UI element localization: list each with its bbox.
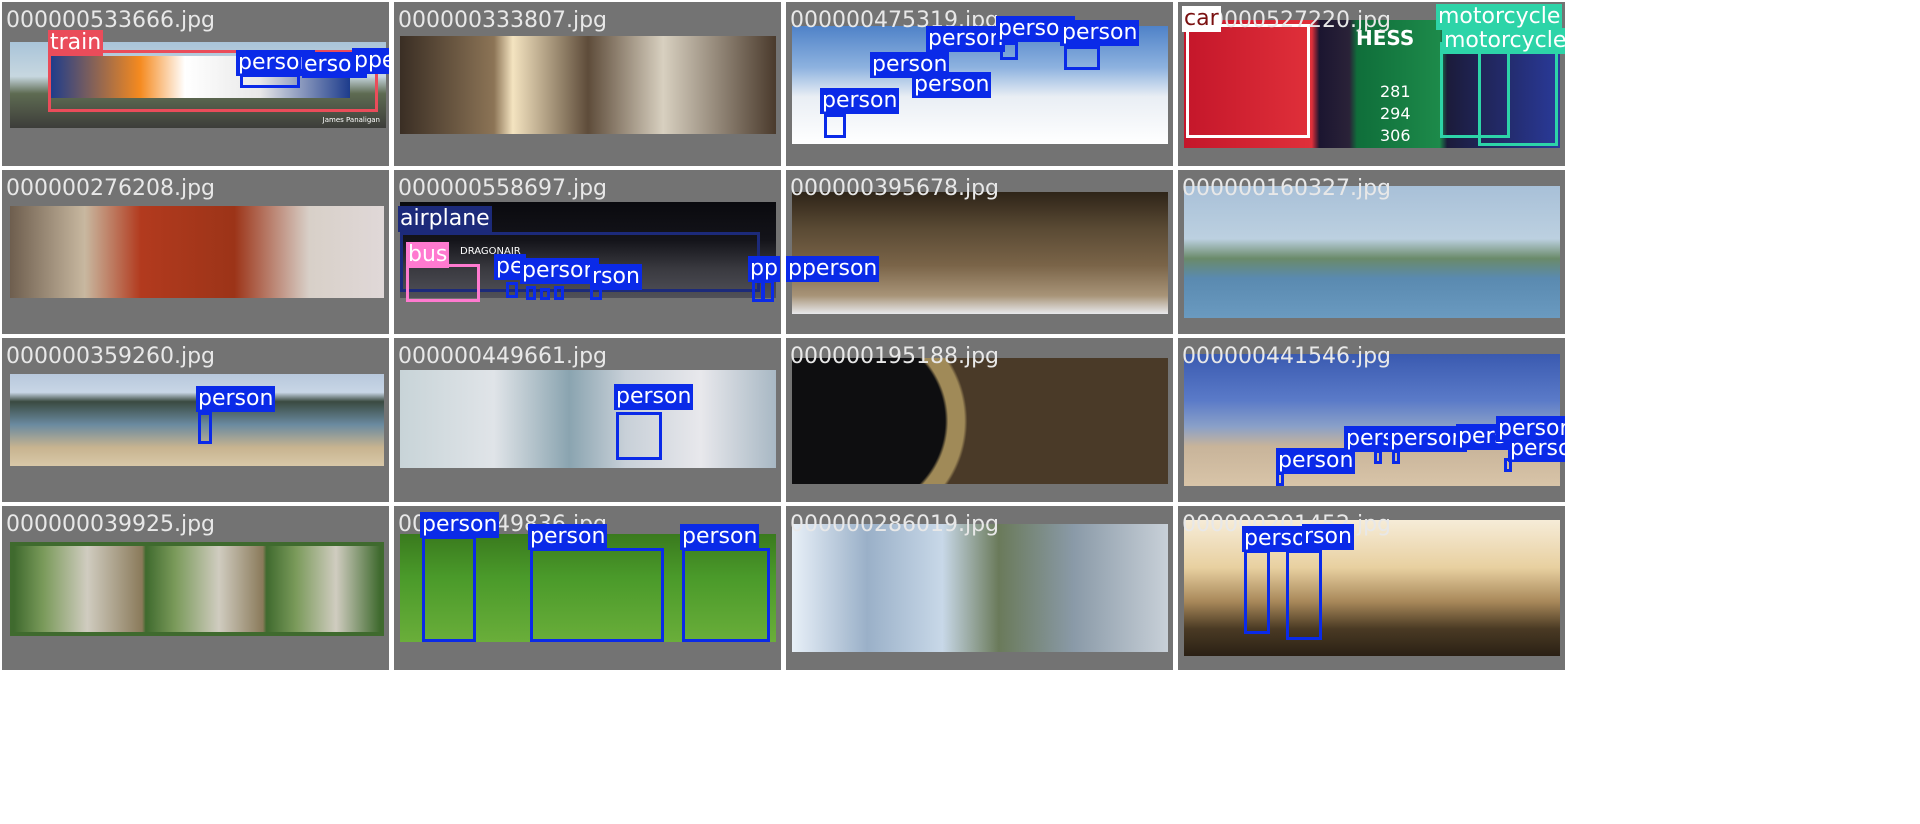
photo-surfers [1184,520,1560,656]
file-name: 000000286019.jpg [790,512,999,537]
tile-9[interactable]: 000000359260.jpg person [2,338,389,502]
bbox-train [48,50,378,112]
label-person: person [420,512,500,538]
photo-watermark: James Panaligan [322,116,380,124]
label-motorcycle: motorcycle [1442,28,1565,54]
bbox-person [762,280,774,302]
bbox-person [554,286,564,300]
bbox-person [526,286,536,300]
file-name: 000000533666.jpg [6,8,215,33]
photo-bedroom-panorama [792,524,1168,652]
tile-12[interactable]: 000000441546.jpg person pers person pers… [1178,338,1565,502]
bbox-person [1244,550,1270,634]
bbox-person [682,548,770,642]
bbox-person [1286,550,1322,640]
label-person: person [1060,20,1140,46]
tile-3[interactable]: 000000475319.jpg person person person pe… [786,2,1173,166]
label-motorcycle: motorcycle [1436,4,1563,30]
bbox-person [530,548,664,642]
file-name: 000000160327.jpg [1182,176,1391,201]
label-person: person [528,524,608,550]
bbox-bus [406,264,480,302]
bbox-person [540,288,550,300]
label-person: pperson [786,256,880,282]
bbox-person [616,412,662,460]
file-name: 000000195188.jpg [790,344,999,369]
file-name: 000000558697.jpg [398,176,607,201]
tile-14[interactable]: 000000049836.jpg person person person [394,506,781,670]
airline-text: DRAGONAIR [460,246,521,257]
bbox-person [422,536,476,642]
label-bus: bus [406,242,450,268]
bbox-person [1374,450,1382,464]
tile-4[interactable]: HESS 281 294 306 000000527220.jpg car mo… [1178,2,1565,166]
label-person: pperson [352,48,389,74]
file-name: 000000276208.jpg [6,176,215,201]
label-train: train [48,30,104,56]
photo-living-room [10,206,384,298]
price: 281 [1380,82,1411,101]
bbox-motorcycle [1478,46,1558,146]
bbox-car [1186,24,1310,138]
label-person: person [1276,448,1356,474]
file-name: 000000039925.jpg [6,512,215,537]
bbox-person [1392,450,1400,464]
label-car: car [1182,6,1221,32]
file-name: 000000333807.jpg [398,8,607,33]
label-person: person [680,524,760,550]
bbox-person [506,282,518,298]
tile-1[interactable]: James Panaligan 000000533666.jpg train p… [2,2,389,166]
file-name: 000000359260.jpg [6,344,215,369]
tile-5[interactable]: 000000276208.jpg [2,170,389,334]
bbox-person [824,114,846,138]
bbox-person [198,412,212,444]
photo-bedroom [400,36,776,134]
tile-10[interactable]: 000000449661.jpg person [394,338,781,502]
price: 294 [1380,104,1411,123]
label-person: person [912,72,992,98]
label-person: person [1388,426,1468,452]
bbox-person [1064,46,1100,70]
tile-16[interactable]: 000000201452.jpg person rson [1178,506,1565,670]
label-person: person [520,258,600,284]
tile-11[interactable]: 000000195188.jpg [786,338,1173,502]
tile-2[interactable]: 000000333807.jpg [394,2,781,166]
label-person: person [196,386,276,412]
tile-15[interactable]: 000000286019.jpg [786,506,1173,670]
file-name: 000000449661.jpg [398,344,607,369]
label-person: person [1508,436,1565,462]
photo-dog [792,192,1168,314]
label-person: pp [748,256,780,282]
photo-watches [792,358,1168,484]
label-person: person [614,384,694,410]
file-name: 000000441546.jpg [1182,344,1391,369]
photo-frisbee [400,534,776,642]
label-person: person [926,26,1006,52]
label-airplane: airplane [398,206,492,232]
label-person: pers [1344,426,1397,452]
price: 306 [1380,126,1411,145]
photo-sheep [10,542,384,636]
tile-13[interactable]: 000000039925.jpg [2,506,389,670]
label-person: rson [590,264,642,290]
tile-6[interactable]: DRAGONAIR 000000558697.jpg airplane bus … [394,170,781,334]
tile-7[interactable]: 000000395678.jpg pperson [786,170,1173,334]
bbox-person [240,74,300,88]
tile-8[interactable]: 000000160327.jpg [1178,170,1565,334]
label-person: rson [1302,524,1354,550]
photo-boats [1184,186,1560,318]
file-name: 000000395678.jpg [790,176,999,201]
label-person: person [820,88,900,114]
sign-text: HESS [1356,26,1415,50]
bbox-person [1276,472,1284,486]
photo-hospital [400,370,776,468]
